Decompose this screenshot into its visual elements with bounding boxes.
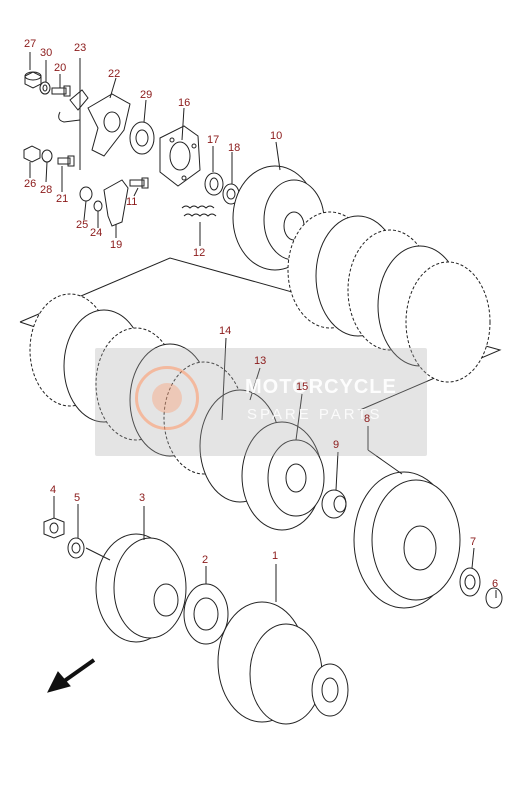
callout-20[interactable]: 20	[54, 62, 67, 74]
callout-11[interactable]: 11	[126, 196, 138, 208]
callout-15[interactable]: 15	[296, 381, 309, 393]
callout-12[interactable]: 12	[193, 247, 206, 259]
callout-13[interactable]: 13	[254, 355, 267, 367]
callout-16[interactable]: 16	[178, 97, 191, 109]
part-22-bracket	[87, 93, 131, 157]
part-20-bolt	[51, 85, 71, 97]
callout-19[interactable]: 19	[110, 239, 123, 251]
part-19-arm	[103, 179, 129, 227]
callout-2[interactable]: 2	[202, 554, 209, 566]
callout-21[interactable]: 21	[56, 193, 69, 205]
part-11-bolt	[129, 177, 149, 189]
part-24-washer	[93, 200, 103, 212]
part-4-nut	[43, 517, 65, 539]
part-17-bearing	[204, 172, 224, 196]
callout-10[interactable]: 10	[270, 130, 283, 142]
part-16-lifter-plate	[159, 125, 201, 187]
part-plate-e	[405, 261, 491, 383]
callout-25[interactable]: 25	[76, 219, 89, 231]
part-3-primary-gear	[95, 533, 187, 643]
callout-14[interactable]: 14	[219, 325, 232, 337]
part-28-washer	[41, 149, 53, 163]
part-29-bearing	[129, 121, 155, 155]
callout-26[interactable]: 26	[24, 178, 37, 190]
part-25-oring	[79, 186, 93, 202]
watermark-logo	[135, 366, 199, 430]
callout-5[interactable]: 5	[74, 492, 81, 504]
callout-28[interactable]: 28	[40, 184, 53, 196]
part-26-nut	[23, 145, 41, 163]
part-27-nut	[24, 71, 42, 89]
part-9-spacer	[321, 489, 347, 519]
callout-6[interactable]: 6	[492, 578, 499, 590]
part-5-washer	[67, 537, 85, 559]
watermark-title: MOTORCYCLE	[245, 376, 397, 398]
callout-23[interactable]: 23	[74, 42, 87, 54]
callout-17[interactable]: 17	[207, 134, 220, 146]
callout-24[interactable]: 24	[90, 227, 103, 239]
part-21-bolt	[57, 155, 75, 167]
callout-1[interactable]: 1	[272, 550, 279, 562]
callout-8[interactable]: 8	[364, 413, 371, 425]
callout-3[interactable]: 3	[139, 492, 146, 504]
callout-18[interactable]: 18	[228, 142, 241, 154]
part-2-damper	[183, 583, 229, 645]
callout-30[interactable]: 30	[40, 47, 53, 59]
callout-27[interactable]: 27	[24, 38, 37, 50]
part-8-housing	[353, 471, 461, 609]
part-12-springs	[181, 205, 217, 217]
front-direction-arrow-icon	[47, 658, 96, 693]
callout-9[interactable]: 9	[333, 439, 340, 451]
part-30-washer	[39, 81, 51, 95]
part-23-lever	[58, 58, 89, 170]
callout-4[interactable]: 4	[50, 484, 57, 496]
watermark: MOTORCYCLE SPARE PARTS	[95, 348, 427, 456]
part-7-washer	[459, 567, 481, 597]
part-15-hub	[241, 421, 325, 531]
callout-7[interactable]: 7	[470, 536, 477, 548]
watermark-subtitle: SPARE PARTS	[247, 406, 383, 423]
callout-29[interactable]: 29	[140, 89, 153, 101]
callout-22[interactable]: 22	[108, 68, 121, 80]
part-6-ring	[485, 587, 503, 609]
part-1-gear	[217, 601, 349, 725]
